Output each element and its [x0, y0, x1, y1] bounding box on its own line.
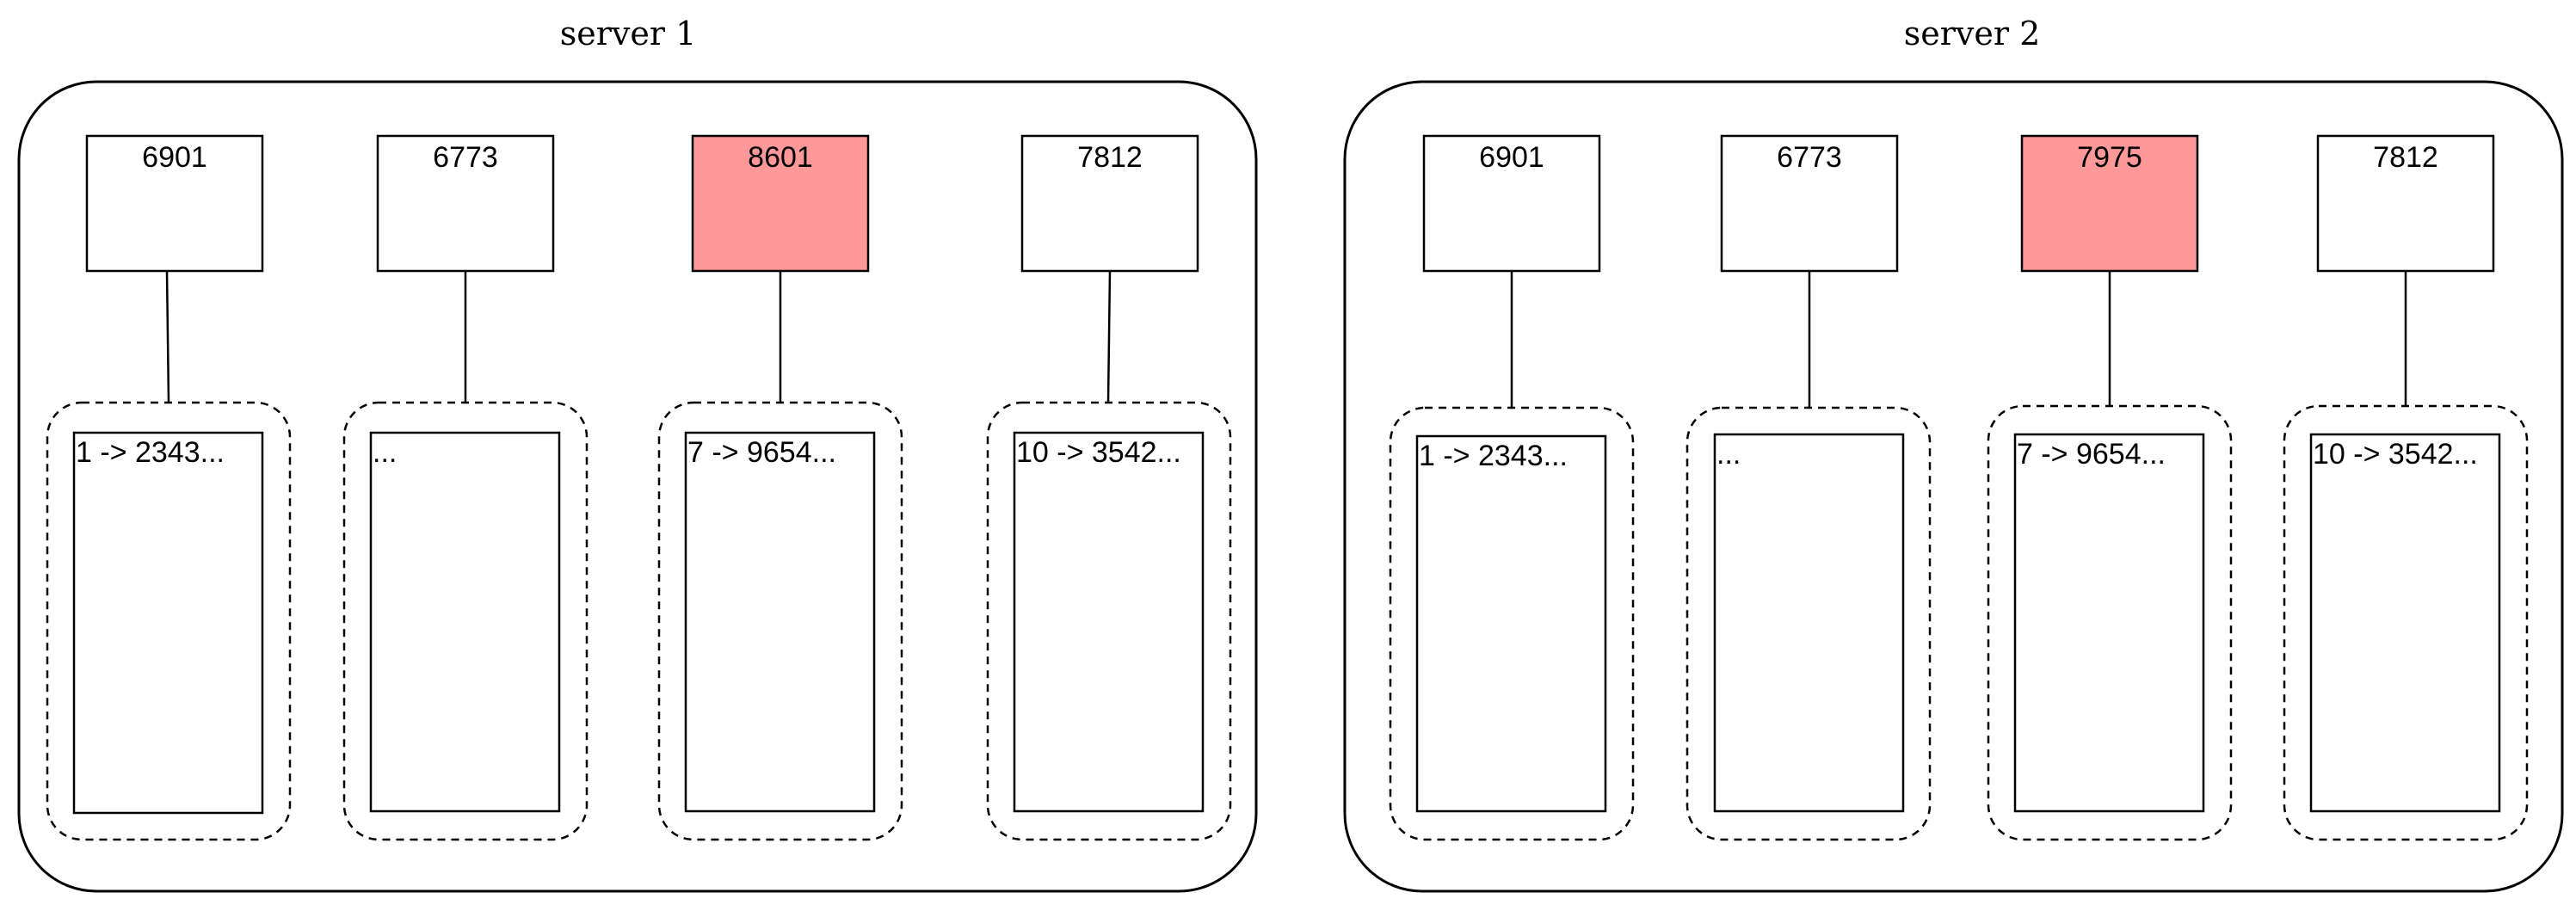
connector-line	[1106, 270, 1112, 403]
server-1-group: server 1 6901 1 -> 2343... 6773 ... 8601	[17, 15, 1258, 893]
port-box	[1020, 134, 1199, 273]
port-box	[85, 134, 264, 273]
port-box	[376, 134, 555, 273]
server-1-node-4: 7812 10 -> 3542...	[986, 134, 1232, 841]
port-label: 7812	[2373, 141, 2438, 174]
shard-data-label: ...	[1716, 438, 1741, 471]
shard-data-box	[684, 431, 876, 813]
shard-data-label: 10 -> 3542...	[2313, 438, 2478, 471]
server-1-node-2: 6773 ...	[342, 134, 589, 841]
server-1-container	[17, 80, 1258, 893]
port-box	[2316, 134, 2495, 273]
shard-data-box	[1713, 433, 1905, 813]
shard-data-box	[369, 431, 561, 813]
server-1-node-1: 6901 1 -> 2343...	[46, 134, 292, 841]
shard-data-box	[1013, 431, 1205, 813]
server-2-node-1: 6901 1 -> 2343...	[1389, 134, 1635, 841]
shard-data-label: ...	[373, 436, 397, 469]
server-2-title: server 2	[1904, 15, 2041, 52]
shard-group-dashed	[986, 401, 1232, 841]
port-label: 8601	[748, 141, 813, 174]
server-2-node-4: 7812 10 -> 3542...	[2283, 134, 2529, 841]
shard-data-box	[72, 431, 264, 815]
server-2-container	[1343, 80, 2564, 893]
port-label: 7975	[2077, 141, 2142, 174]
server-2-node-2: 6773 ...	[1685, 134, 1932, 841]
shard-data-label: 1 -> 2343...	[76, 436, 225, 469]
shard-data-label: 10 -> 3542...	[1016, 436, 1181, 469]
shard-data-box	[2013, 433, 2205, 813]
server-2-group: server 2 6901 1 -> 2343... 6773 ... 7975	[1343, 15, 2564, 893]
shard-group-dashed	[1987, 404, 2233, 841]
server-2-node-3: 7975 7 -> 9654...	[1987, 134, 2233, 841]
shard-data-label: 1 -> 2343...	[1419, 440, 1568, 472]
shard-group-dashed	[2283, 404, 2529, 841]
port-label: 6901	[1479, 141, 1544, 174]
port-box-highlighted	[2020, 134, 2199, 273]
server-1-title: server 1	[560, 15, 697, 52]
shard-data-box	[1415, 434, 1607, 813]
shard-group-dashed	[46, 401, 292, 841]
shard-data-label: 7 -> 9654...	[2017, 438, 2166, 471]
connector-line	[165, 270, 170, 403]
port-box	[1720, 134, 1899, 273]
port-label: 6773	[433, 141, 498, 174]
port-box-highlighted	[691, 134, 870, 273]
shard-group-dashed	[342, 401, 589, 841]
port-label: 7812	[1077, 141, 1143, 174]
shard-data-label: 7 -> 9654...	[687, 436, 836, 469]
shard-group-dashed	[657, 401, 903, 841]
port-label: 6773	[1777, 141, 1842, 174]
shard-data-box	[2309, 433, 2501, 813]
server-1-node-3: 8601 7 -> 9654...	[657, 134, 903, 841]
port-label: 6901	[142, 141, 207, 174]
shard-group-dashed	[1685, 406, 1932, 841]
shard-group-dashed	[1389, 406, 1635, 841]
